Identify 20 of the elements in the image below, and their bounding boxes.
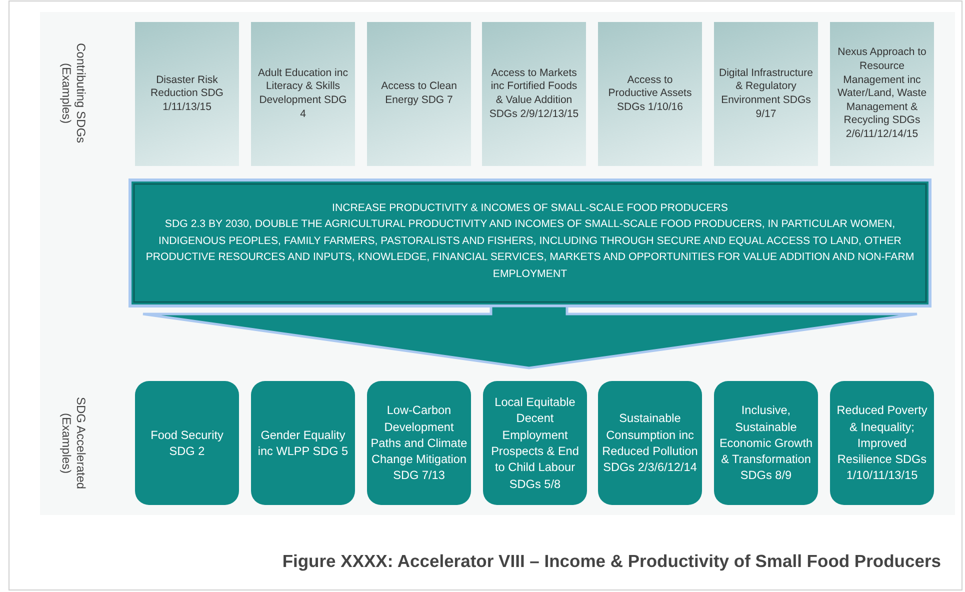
contributing-box: Access to Markets inc Fortified Foods & Value Addition SDGs 2/9/12/13/15 [482, 22, 586, 166]
accelerated-box: Inclusive, Sustainable Economic Growth & Transformation SDGs 8/9 [714, 381, 818, 505]
contributing-box: Adult Education inc Literacy & Skills Development SDG 4 [251, 22, 355, 166]
row-label: Contributing SDGs (Examples) [58, 42, 88, 146]
figure-caption: Figure XXXX: Accelerator VIII – Income & Productivity of Small Food Producers [282, 551, 941, 572]
contributing-box: Nexus Approach to Resource Management inc Water/Land, Waste Management & Recycling SDGs 2/6/11/12/14/15 [830, 22, 934, 166]
contributing-box: Disaster Risk Reduction SDG 1/11/13/15 [135, 22, 239, 166]
contributing-box: Digital Infrastructure & Regulatory Environment SDGs 9/17 [714, 22, 818, 166]
accelerated-box: Sustainable Consumption inc Reduced Pollution SDGs 2/3/6/12/14 [598, 381, 702, 505]
accelerated-box: Gender Equality inc WLPP SDG 5 [251, 381, 355, 505]
callout-heading: INCREASE PRODUCTIVITY & INCOMES OF SMALL-SCALE FOOD PRODUCERS [331, 201, 729, 216]
row-label: SDG Accelerated (Examples) [58, 396, 88, 492]
callout-body: SDG 2.3 BY 2030, DOUBLE THE AGRICULTURAL PRODUCTIVITY AND INCOMES OF SMALL-SCALE FOOD PRODUCERS, IN PARTICULAR WOMEN, INDIGENOUS PEOPLES, FAMILY FARMERS, PASTORALISTS AND FISHERS, INCLUDING THROUGH SECURE AND EQUAL ACCESS TO LAND, OTHER PRODUCTIVE RESOURCES AND INPUTS, KNOWLEDGE, FINANCIAL SERVICES, MARKETS AND OPPORTUNITIES FOR VALUE ADDITION AND NON-FARM EMPLOYMENT [144, 217, 916, 282]
contributing-box: Access to Productive Assets SDGs 1/10/16 [598, 22, 702, 166]
accelerated-box: Low-Carbon Development Paths and Climate Change Mitigation SDG 7/13 [367, 381, 471, 505]
down-arrow-callout [128, 178, 932, 370]
accelerated-box: Reduced Poverty & Inequality; Improved Resilience SDGs 1/10/11/13/15 [830, 381, 934, 505]
accelerated-box: Food Security SDG 2 [135, 381, 239, 505]
contributing-box: Access to Clean Energy SDG 7 [367, 22, 471, 166]
accelerated-box: Local Equitable Decent Employment Prospects & End to Child Labour SDGs 5/8 [483, 381, 587, 505]
